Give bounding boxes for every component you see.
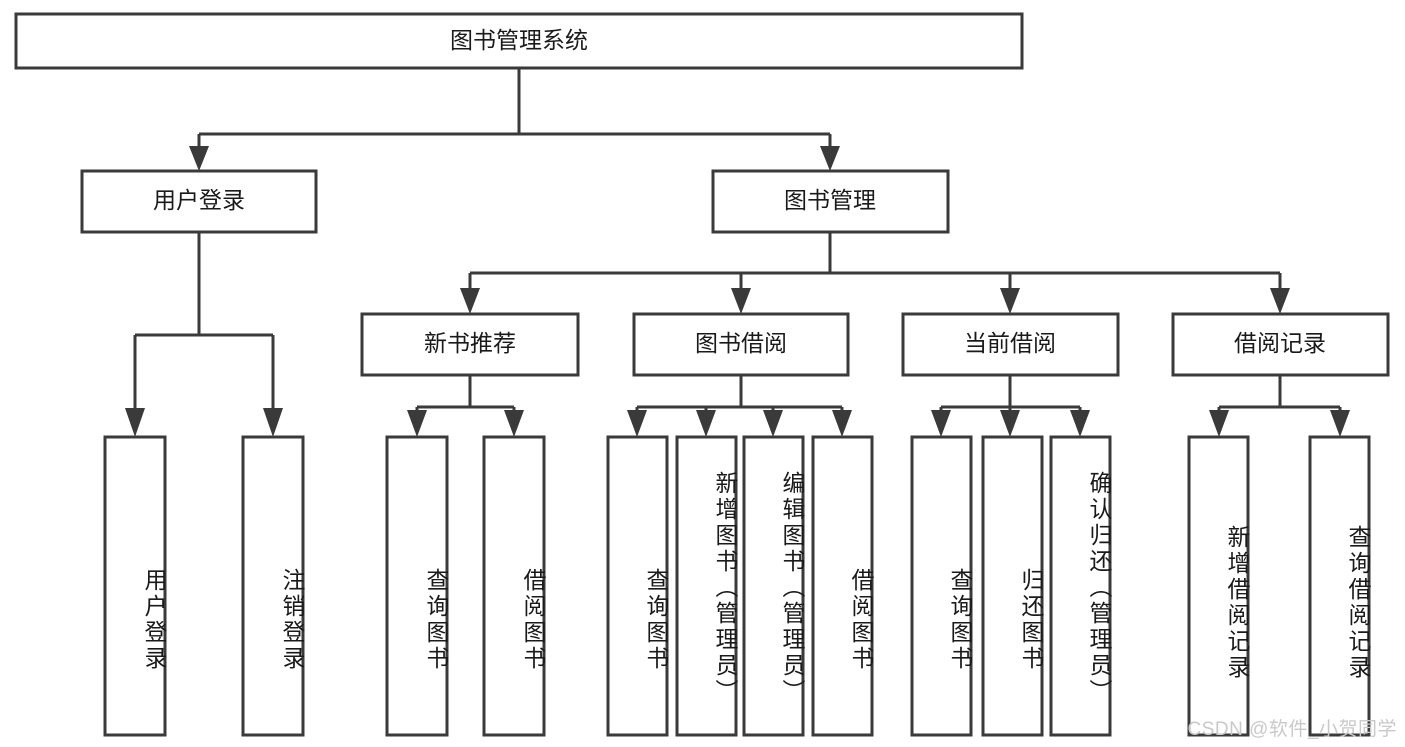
node-root[interactable] bbox=[14, 12, 1024, 70]
node-user-login[interactable] bbox=[80, 169, 318, 234]
arrow-to-leaf-edit-book bbox=[763, 410, 783, 437]
arrow-to-leaf-query-book-1 bbox=[407, 410, 427, 437]
leaf-box-user-login[interactable] bbox=[103, 435, 167, 737]
label-user-login: 用户登录 bbox=[153, 187, 245, 213]
label-book-borrow: 图书借阅 bbox=[695, 330, 787, 356]
label-borrow-records: 借阅记录 bbox=[1234, 330, 1326, 356]
connector-new-book-bus bbox=[415, 375, 516, 414]
leaf-box-query-record[interactable] bbox=[1308, 435, 1371, 737]
connector-book-borrow-bus bbox=[635, 375, 844, 414]
arrow-to-leaf-borrow-book-1 bbox=[504, 410, 524, 437]
arrow-to-leaf-confirm-return bbox=[1070, 410, 1090, 437]
leaf-box-query-book-1[interactable] bbox=[385, 435, 449, 737]
leaf-box-return-book[interactable] bbox=[981, 435, 1044, 737]
leaf-box-confirm-return[interactable] bbox=[1049, 435, 1112, 737]
arrow-to-leaf-add-book bbox=[696, 410, 716, 437]
arrow-to-user-login bbox=[189, 146, 209, 171]
arrow-to-leaf-return-book bbox=[1000, 410, 1020, 437]
arrow-to-leaf-query-book-3 bbox=[931, 410, 951, 437]
connector-book-management-bus bbox=[468, 232, 1282, 292]
arrow-to-leaf-logout bbox=[263, 408, 283, 437]
csdn-watermark: CSDN @软件_小贺同学 bbox=[1187, 719, 1397, 740]
leaf-box-query-book-3[interactable] bbox=[910, 435, 973, 737]
arrow-to-leaf-query-book-2 bbox=[627, 410, 647, 437]
label-current-borrow: 当前借阅 bbox=[964, 330, 1056, 356]
connector-user-login-bus bbox=[133, 232, 275, 412]
leaf-box-logout[interactable] bbox=[241, 435, 305, 737]
arrow-to-new-book-recommend bbox=[460, 288, 480, 314]
arrow-to-borrow-records bbox=[1270, 288, 1290, 314]
label-new-book-recommend: 新书推荐 bbox=[424, 330, 516, 356]
arrow-to-leaf-add-record bbox=[1209, 410, 1229, 437]
arrow-to-current-borrow bbox=[1000, 288, 1020, 314]
leaf-box-edit-book[interactable] bbox=[742, 435, 805, 737]
arrow-to-leaf-user-login bbox=[125, 408, 145, 437]
leaf-box-query-book-2[interactable] bbox=[606, 435, 669, 737]
connector-borrow-records-bus bbox=[1217, 375, 1342, 414]
leaf-box-borrow-book-1[interactable] bbox=[482, 435, 546, 737]
leaf-box-borrow-book-2[interactable] bbox=[811, 435, 874, 737]
leaf-box-add-record[interactable] bbox=[1187, 435, 1250, 737]
leaf-box-add-book[interactable] bbox=[675, 435, 738, 737]
label-book-management: 图书管理 bbox=[784, 187, 876, 213]
connector-root-bus bbox=[197, 68, 832, 150]
arrow-to-leaf-borrow-book-2 bbox=[832, 410, 852, 437]
arrow-to-leaf-query-record bbox=[1330, 410, 1350, 437]
node-new-book-recommend[interactable] bbox=[360, 312, 580, 377]
label-root: 图书管理系统 bbox=[450, 27, 588, 53]
node-current-borrow[interactable] bbox=[901, 312, 1120, 377]
arrow-to-book-management bbox=[820, 146, 840, 171]
arrow-to-book-borrow bbox=[731, 288, 751, 314]
connector-current-borrow-bus bbox=[939, 375, 1082, 414]
